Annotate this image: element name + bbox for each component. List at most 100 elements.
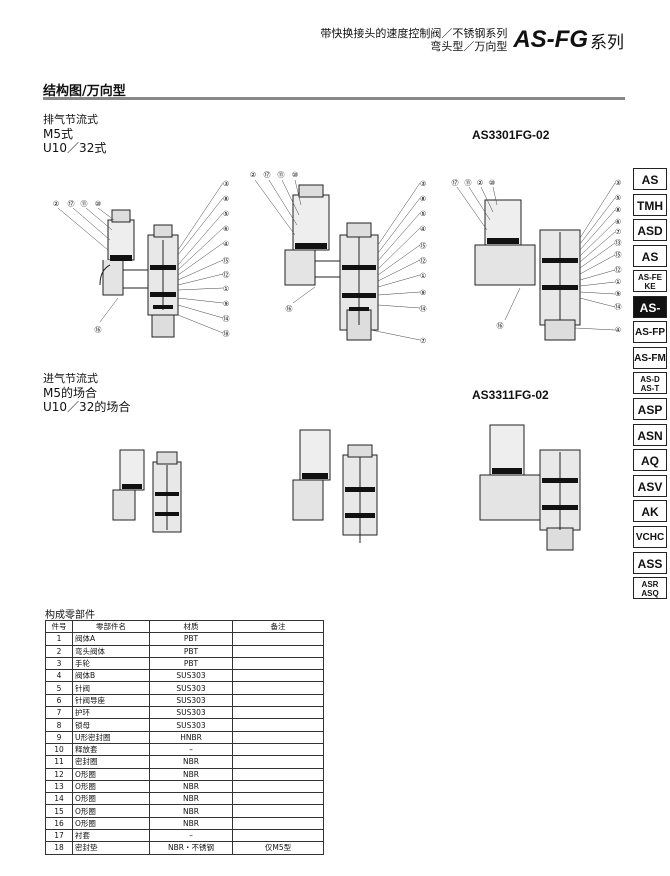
tab-ass[interactable]: ASS (633, 552, 667, 574)
callout-label: ④ (615, 326, 621, 334)
callout-label: ⑨ (420, 289, 426, 297)
header-line1: 带快换接头的速度控制阀／不锈钢系列 (320, 27, 508, 40)
intake-label: 进气节流式 M5的场合 U10／32的场合 (43, 372, 130, 414)
tab-as-fe-ke[interactable]: AS-FE KE (633, 270, 667, 292)
table-cell: 针阀导座 (72, 693, 150, 708)
callout-label: ⑪ (465, 179, 472, 187)
table-cell: O形圈 (72, 792, 150, 806)
table-cell: SUS303 (149, 669, 233, 683)
table-cell: O形圈 (72, 779, 150, 794)
callout-label: ⑩ (292, 171, 298, 179)
table-cell: 密封圈 (72, 755, 150, 769)
table-cell: NBR (149, 755, 233, 769)
table-cell: 护环 (72, 706, 150, 720)
table-cell: NBR (149, 779, 233, 794)
tab-as-fg[interactable]: AS-FG (633, 296, 667, 337)
section-title: 结构图/万向型 (43, 84, 126, 99)
callout-label: ⑩ (489, 179, 495, 187)
callout-label: ⑰ (264, 171, 271, 179)
callout-label: ⑭ (615, 303, 622, 311)
callout-label: ① (420, 272, 426, 280)
tab-asr-asq[interactable]: ASR ASQ (633, 577, 667, 599)
intake-line2: M5的场合 (43, 386, 97, 400)
callout-label: ⑤ (223, 210, 229, 218)
header-brand: AS-FG (513, 26, 588, 53)
section-diagram-m5-intake (112, 449, 182, 533)
tab-vchc[interactable]: VCHC (633, 526, 667, 548)
table-cell: NBR・不锈钢 (149, 841, 233, 855)
table-cell: PBT (149, 644, 233, 658)
tab-asd[interactable]: ASD (633, 219, 667, 241)
tab-asv[interactable]: ASV (633, 475, 667, 497)
callout-label: ⑮ (223, 257, 230, 265)
callout-label: ⑨ (223, 300, 229, 308)
table-cell: O形圈 (72, 767, 150, 781)
table-cell: NBR (149, 804, 233, 818)
callout-label: ⑪ (278, 171, 285, 179)
tab-asp[interactable]: ASP (633, 398, 667, 420)
callout-label: ⑥ (223, 225, 229, 233)
table-cell: 仅M5型 (232, 841, 324, 855)
tab-as-fm[interactable]: AS-FM (633, 347, 667, 369)
tab-asn[interactable]: ASN (633, 424, 667, 446)
table-cell: HNBR (149, 730, 233, 744)
callout-label: ⑦ (420, 337, 426, 345)
callout-label: ③ (223, 180, 229, 188)
table-cell: SUS303 (149, 718, 233, 732)
table-cell: 1 (45, 632, 73, 646)
callout-label: ⑨ (615, 290, 621, 298)
section-diagram-as3301fg: ⑰ ⑪ ② ⑩ ③ ⑤ ⑧ ⑥ ⑦ ⑬ ⑮ ⑫ ① ⑨ ⑭ ④ ⑯ (452, 179, 622, 341)
tab-as-fp[interactable]: AS-FP (633, 321, 667, 343)
callout-label: ① (615, 278, 621, 286)
tab-as[interactable]: AS (633, 168, 667, 190)
table-cell: 阀体A (72, 632, 150, 646)
table-cell (232, 742, 324, 757)
callout-label: ⑪ (81, 200, 88, 208)
table-cell (232, 681, 324, 695)
tab-as-d-as-t[interactable]: AS-D AS-T (633, 372, 667, 394)
tab-as-2[interactable]: AS (633, 245, 667, 267)
callout-label: ⑩ (95, 200, 101, 208)
tab-aq[interactable]: AQ (633, 449, 667, 471)
exhaust-label: 排气节流式 M5式 U10／32式 (43, 113, 106, 155)
tab-tmh[interactable]: TMH (633, 194, 667, 216)
exhaust-line3: U10／32式 (43, 141, 107, 155)
callout-label: ⑯ (95, 326, 102, 334)
exhaust-model: AS3301FG-02 (472, 128, 550, 142)
table-cell: 7 (45, 706, 73, 720)
callout-label: ② (250, 171, 256, 179)
section-diagram-as3311fg (479, 424, 581, 551)
callout-label: ② (53, 200, 59, 208)
table-cell (232, 718, 324, 732)
callout-label: ⑱ (223, 330, 230, 338)
table-cell: – (149, 829, 233, 843)
callout-label: ① (223, 285, 229, 293)
table-cell: 释放套 (72, 742, 150, 757)
callout-label: ⑧ (615, 206, 621, 214)
table-cell: 17 (45, 829, 73, 843)
table-cell: 10 (45, 742, 73, 757)
table-cell: PBT (149, 656, 233, 671)
callout-label: ⑤ (615, 194, 621, 202)
table-cell: 16 (45, 816, 73, 831)
table-cell: 15 (45, 804, 73, 818)
callout-label: ④ (223, 240, 229, 248)
table-cell: 14 (45, 792, 73, 806)
table-cell: 13 (45, 779, 73, 794)
table-cell (232, 816, 324, 831)
callout-label: ② (477, 179, 483, 187)
table-cell: U形密封圈 (72, 730, 150, 744)
table-cell: 6 (45, 693, 73, 708)
table-cell: 5 (45, 681, 73, 695)
tab-ak[interactable]: AK (633, 500, 667, 522)
table-cell: SUS303 (149, 693, 233, 708)
callout-label: ⑮ (615, 251, 622, 259)
callout-label: ⑧ (420, 195, 426, 203)
